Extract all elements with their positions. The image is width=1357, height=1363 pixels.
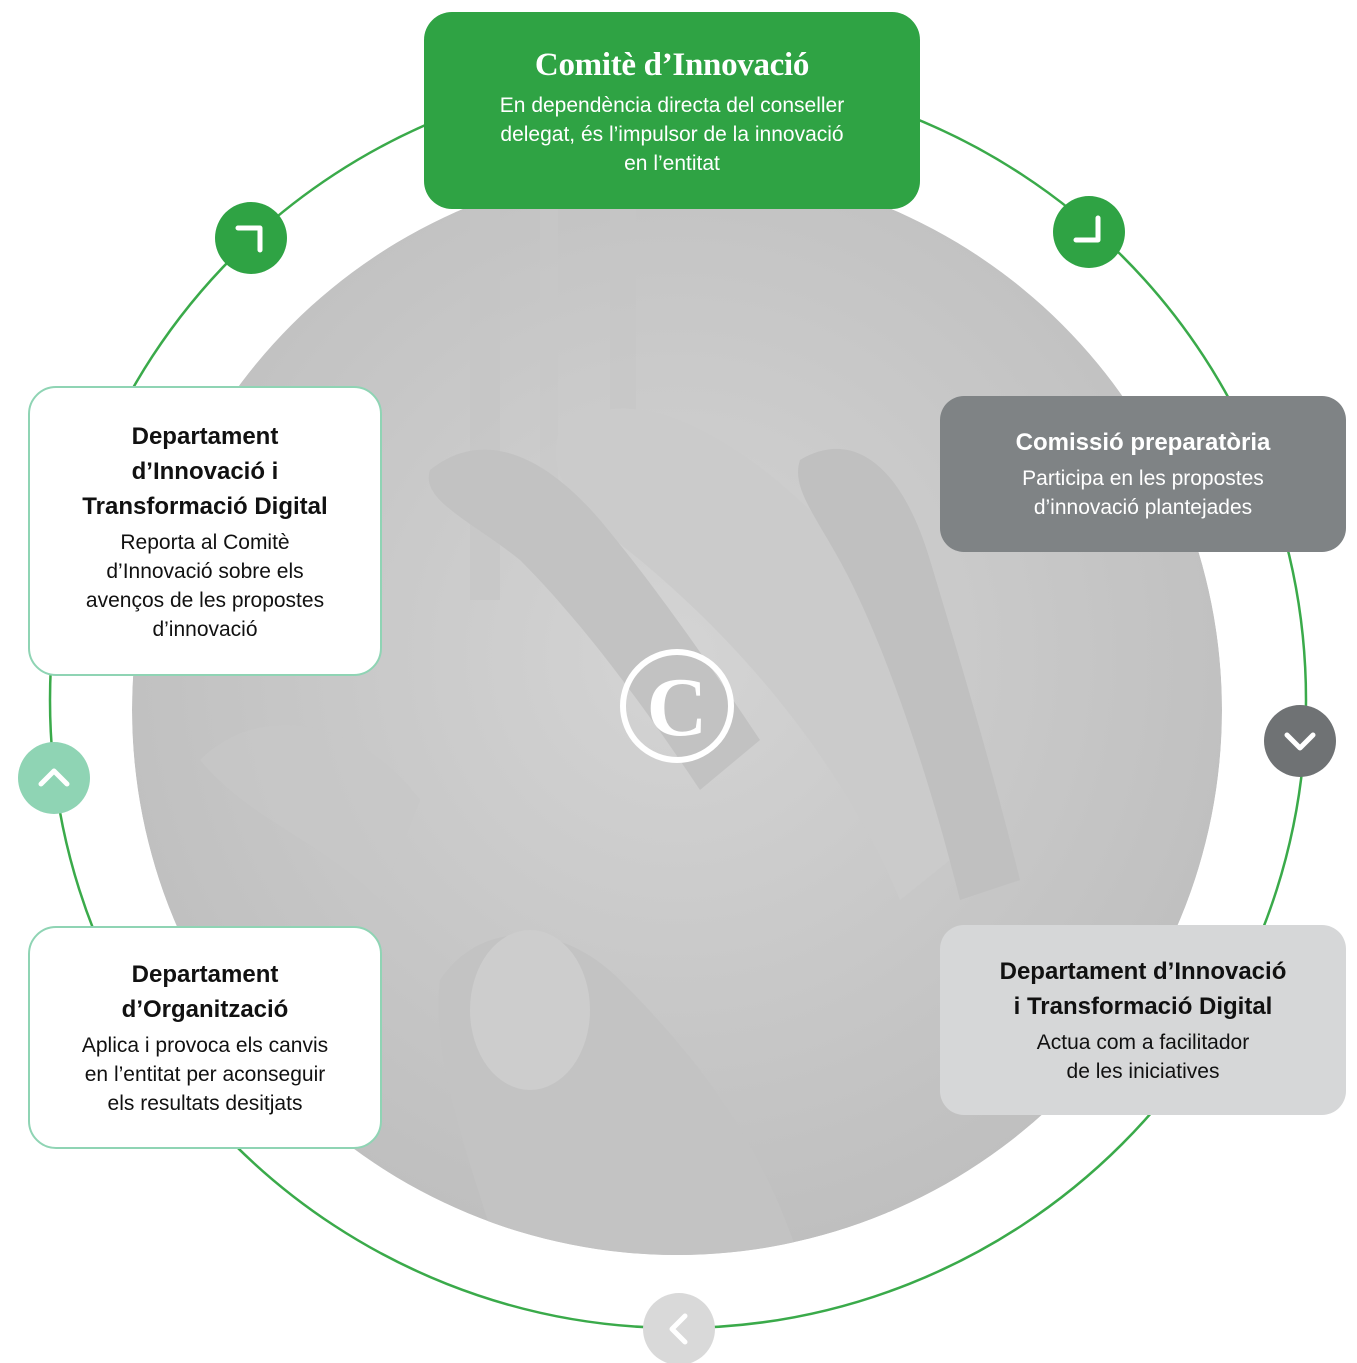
box-comissio-preparatoria: Comissió preparatòria Participa en les p… — [940, 396, 1346, 552]
chevron-left-icon[interactable] — [643, 1293, 715, 1363]
title-line: Departament — [131, 961, 279, 988]
box-top-title: Comitè d’Innovació — [534, 47, 810, 83]
corner-bottom-right-icon[interactable] — [1053, 196, 1125, 268]
box-dept-innovacio-right: Departament d’Innovació i Transformació … — [940, 925, 1346, 1115]
corner-top-right-icon[interactable] — [215, 202, 287, 274]
box-dept-organitzacio: Departament d’Organització Aplica i prov… — [28, 926, 382, 1149]
title-line: d’Organització — [121, 996, 289, 1023]
box-dept-innovacio-left: Departament d’Innovació i Transformació … — [28, 386, 382, 676]
desc-line: en l’entitat — [624, 152, 720, 175]
box-left-top-desc: Reporta al Comitè d’Innovació sobre els … — [86, 528, 324, 644]
desc-line: en l’entitat per aconseguir — [84, 1063, 326, 1086]
desc-line: avenços de les propostes — [85, 588, 325, 612]
box-left-bottom-desc: Aplica i provoca els canvis en l’entitat… — [82, 1031, 328, 1118]
box-right-top-title: Comissió preparatòria — [1015, 429, 1271, 456]
desc-line: d’innovació — [152, 617, 258, 641]
desc-line: Participa en les propostes — [1022, 467, 1264, 490]
box-comite-innovacio: Comitè d’Innovació En dependència direct… — [424, 12, 920, 209]
box-right-top-desc: Participa en les propostes d’innovació p… — [1022, 464, 1264, 522]
box-left-top-title: Departament d’Innovació i Transformació … — [82, 419, 327, 524]
title-line: d’Innovació i — [131, 457, 279, 485]
chevron-up-icon[interactable] — [18, 742, 90, 814]
title-line: Transformació Digital — [82, 492, 328, 520]
desc-line: de les iniciatives — [1066, 1060, 1220, 1083]
center-logo: C — [620, 649, 734, 763]
box-left-bottom-title: Departament d’Organització — [122, 957, 289, 1027]
box-right-bottom-title: Departament d’Innovació i Transformació … — [1000, 954, 1287, 1024]
desc-line: Actua com a facilitador — [1036, 1031, 1250, 1054]
chevron-down-icon[interactable] — [1264, 705, 1336, 777]
title-line: Departament d’Innovació — [999, 958, 1287, 985]
box-top-desc: En dependència directa del conseller del… — [500, 91, 844, 178]
desc-line: En dependència directa del conseller — [499, 94, 845, 117]
desc-line: els resultats desitjats — [107, 1092, 303, 1115]
box-right-bottom-desc: Actua com a facilitador de les iniciativ… — [1037, 1028, 1249, 1086]
desc-line: Reporta al Comitè — [120, 530, 290, 554]
center-logo-letter: C — [647, 661, 708, 754]
title-line: Departament — [131, 422, 279, 450]
desc-line: d’innovació plantejades — [1033, 496, 1253, 519]
desc-line: delegat, és l’impulsor de la innovació — [500, 123, 844, 146]
desc-line: d’Innovació sobre els — [106, 559, 304, 583]
desc-line: Aplica i provoca els canvis — [81, 1034, 329, 1057]
title-line: i Transformació Digital — [1013, 993, 1273, 1020]
